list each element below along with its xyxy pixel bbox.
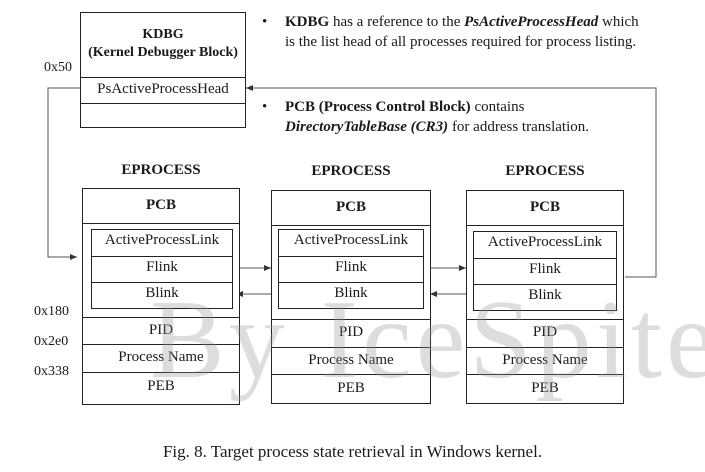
bullet-1-emphasis: PsActiveProcessHead <box>464 14 599 30</box>
eprocess-2-blink: Blink <box>334 285 368 301</box>
eprocess-3-pid: PID <box>532 324 558 340</box>
bullet-1-lead: KDBG <box>285 14 330 30</box>
bullet-1-text2: which <box>598 14 639 30</box>
eprocess-1: PCB ActiveProcessLink Flink Blink PID Pr… <box>82 188 240 405</box>
watermark: By IceSpite <box>150 278 705 402</box>
offset-peb: 0x338 <box>34 364 69 379</box>
bullet-2-lead: PCB (Process Control Block) <box>285 99 471 115</box>
eprocess-2-pid: PID <box>338 324 364 340</box>
eprocess-2-label: EPROCESS <box>311 163 391 179</box>
eprocess-2-link-group: ActiveProcessLink Flink Blink <box>278 229 424 309</box>
eprocess-2: PCB ActiveProcessLink Flink Blink PID Pr… <box>271 190 431 404</box>
eprocess-3-label: EPROCESS <box>505 163 585 179</box>
eprocess-1-pcb: PCB <box>146 197 176 213</box>
kdbg-field-psactiveprocesshead: PsActiveProcessHead <box>97 81 229 97</box>
bullet-2-text2: for address translation. <box>448 119 589 135</box>
eprocess-1-activeprocesslink: ActiveProcessLink <box>104 232 220 248</box>
eprocess-1-label: EPROCESS <box>121 162 201 178</box>
eprocess-3-blink: Blink <box>528 287 562 303</box>
last-flink-to-head-arrow <box>246 85 657 278</box>
eprocess-3-process-name: Process Name <box>502 352 588 368</box>
eprocess-2-activeprocesslink: ActiveProcessLink <box>293 232 409 248</box>
eprocess-3-flink: Flink <box>529 261 561 277</box>
eprocess-2-pcb: PCB <box>336 199 366 215</box>
eprocess-2-flink: Flink <box>335 259 367 275</box>
offset-process-name: 0x2e0 <box>34 334 69 349</box>
head-to-first-link-arrow <box>47 87 80 260</box>
eprocess-3-pcb: PCB <box>530 199 560 215</box>
eprocess-3: PCB ActiveProcessLink Flink Blink PID Pr… <box>466 190 624 404</box>
kdbg-box: KDBG (Kernel Debugger Block) PsActivePro… <box>80 12 246 128</box>
kdbg-title: KDBG <box>142 27 184 42</box>
eprocess-2-process-name: Process Name <box>308 352 394 368</box>
eprocess-1-blink: Blink <box>145 285 179 301</box>
eprocess-1-peb: PEB <box>147 378 175 394</box>
bullet-2-emphasis: DirectoryTableBase (CR3) <box>285 119 449 135</box>
eprocess-2-peb: PEB <box>337 380 365 396</box>
bullet-1-line2: is the list head of all processes requir… <box>285 34 637 50</box>
eprocess-3-activeprocesslink: ActiveProcessLink <box>487 234 603 250</box>
bullet-1-text1: has a reference to the <box>329 14 465 30</box>
offset-pid: 0x180 <box>34 304 69 319</box>
eprocess-1-flink: Flink <box>146 259 178 275</box>
eprocess-1-pid: PID <box>148 322 174 338</box>
kdbg-subtitle: (Kernel Debugger Block) <box>88 45 238 60</box>
bullet-2-text1: contains <box>470 99 525 115</box>
eprocess-3-peb: PEB <box>531 380 559 396</box>
figure-caption: Fig. 8. Target process state retrieval i… <box>162 442 543 461</box>
kdbg-offset: 0x50 <box>44 60 72 75</box>
eprocess-1-link-group: ActiveProcessLink Flink Blink <box>91 229 233 309</box>
eprocess-1-process-name: Process Name <box>118 349 204 365</box>
eprocess-3-link-group: ActiveProcessLink Flink Blink <box>473 231 617 311</box>
